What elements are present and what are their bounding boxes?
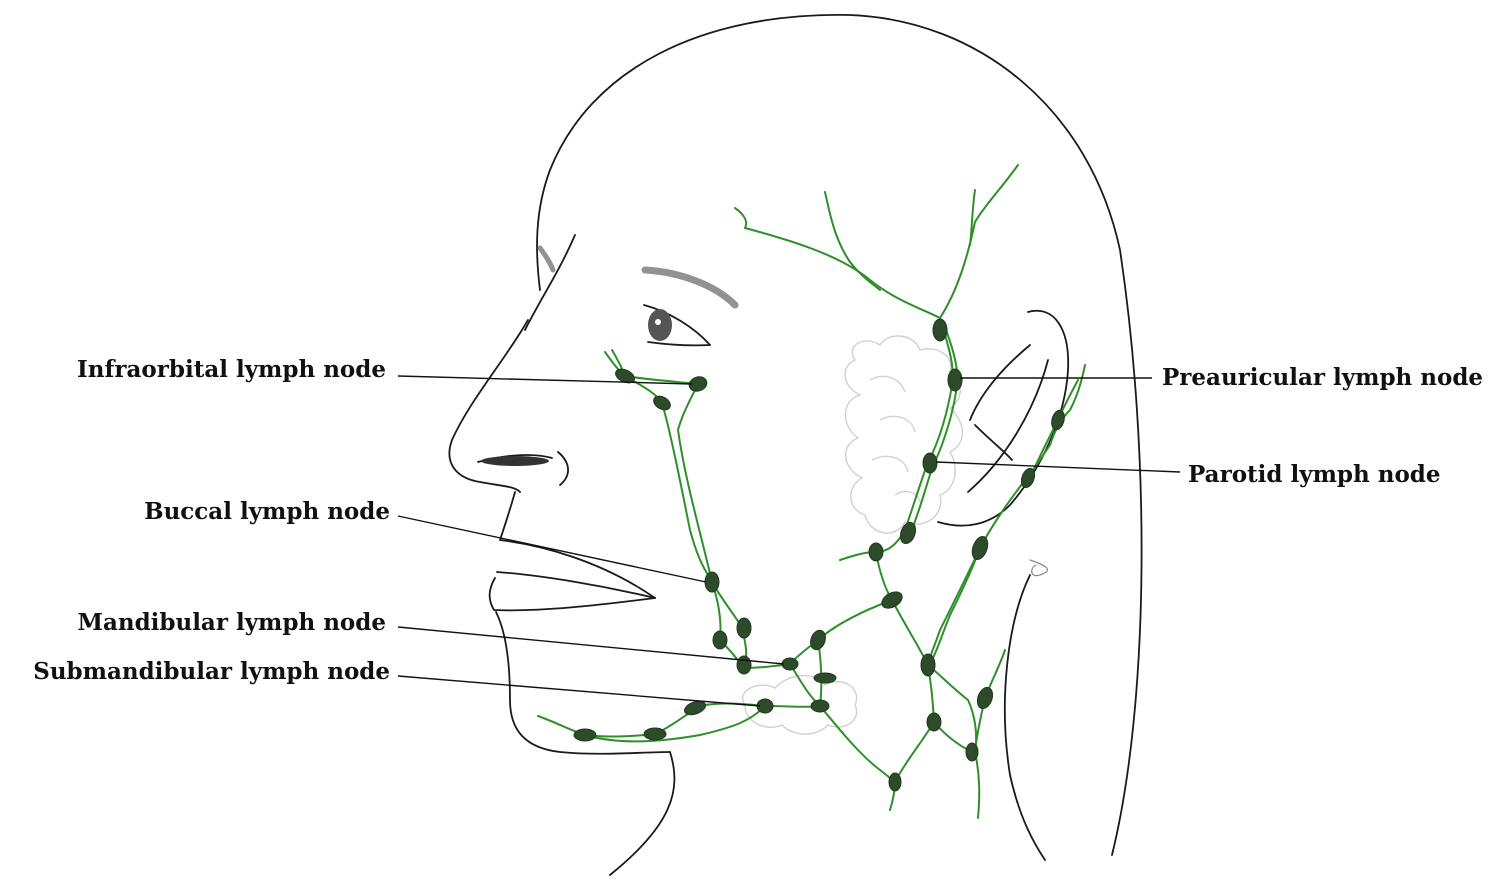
neck-front-line [609, 751, 676, 876]
cervical-node-2 [881, 591, 903, 609]
eyebrow [641, 266, 739, 309]
submental-node-1 [573, 728, 597, 742]
leader-parotid [935, 461, 1181, 473]
submandibular-gland [742, 674, 858, 735]
mandibular-node [781, 657, 799, 671]
cervical-node-6 [888, 772, 902, 792]
ear-hair-mark [1029, 559, 1048, 577]
facial-node-2 [653, 395, 671, 411]
ear-inner-fold [969, 344, 1031, 421]
lower-lip-line [488, 577, 656, 612]
ear-outer [937, 309, 1069, 527]
facial-node-4 [736, 617, 752, 639]
cervical-node-1 [868, 542, 884, 562]
facial-node-3 [712, 630, 728, 650]
labels: Infraorbital lymph node Buccal lymph nod… [33, 356, 1483, 685]
leader-mandibular [397, 626, 785, 665]
leader-infraorbital [397, 375, 693, 385]
lymph-vessels [537, 164, 1086, 819]
parotid-gland [844, 335, 964, 534]
submandibular-node-b [810, 699, 830, 713]
parotid-node-lower [899, 521, 917, 545]
head-outline [448, 14, 1143, 876]
nose-profile [448, 319, 529, 493]
skull-contour [536, 14, 1143, 856]
cervical-node-3 [810, 629, 826, 651]
preauricular-node [947, 368, 963, 392]
label-infraorbital: Infraorbital lymph node [77, 356, 386, 383]
ear-antihelix [974, 424, 1013, 461]
retroauricular-node-2 [1020, 467, 1036, 489]
leader-lines [397, 375, 1181, 707]
eye-highlight [655, 319, 661, 325]
label-parotid: Parotid lymph node [1188, 461, 1441, 488]
retroauricular-node-1 [971, 535, 989, 561]
chin-contour [495, 611, 671, 755]
preauricular-node-upper [932, 318, 948, 342]
label-submandibular: Submandibular lymph node [33, 658, 390, 685]
leader-submandibular [397, 675, 761, 707]
label-preauricular: Preauricular lymph node [1162, 364, 1483, 391]
label-buccal: Buccal lymph node [144, 498, 390, 525]
cervical-node-5 [926, 712, 942, 732]
infraorbital-node [688, 376, 708, 392]
facial-node-5 [736, 655, 752, 675]
leader-buccal [397, 515, 707, 583]
submental-node-3 [683, 700, 707, 716]
brow-ridge [537, 245, 556, 273]
nose-wing [557, 451, 569, 486]
upper-lip-line [499, 491, 656, 599]
parotid-node [922, 452, 938, 474]
submandibular-node-a [813, 672, 837, 684]
cervical-node-4 [920, 653, 936, 677]
eye-upper-lid [643, 304, 711, 346]
eye-lower-lid [647, 341, 711, 347]
mouth-line [496, 571, 656, 599]
eye-iris [648, 309, 672, 341]
buccal-node [704, 571, 720, 593]
label-mandibular: Mandibular lymph node [77, 609, 386, 636]
lymph-nodes [573, 318, 1065, 792]
cervical-node-7 [965, 742, 979, 762]
retroauricular-node-3 [1051, 409, 1065, 431]
nostril [481, 456, 549, 466]
neck-back-line [1004, 574, 1046, 861]
ear-inner-fold-2 [967, 359, 1049, 493]
cervical-node-8 [976, 686, 994, 710]
submental-node-2 [643, 727, 667, 741]
forehead-line [524, 234, 576, 331]
